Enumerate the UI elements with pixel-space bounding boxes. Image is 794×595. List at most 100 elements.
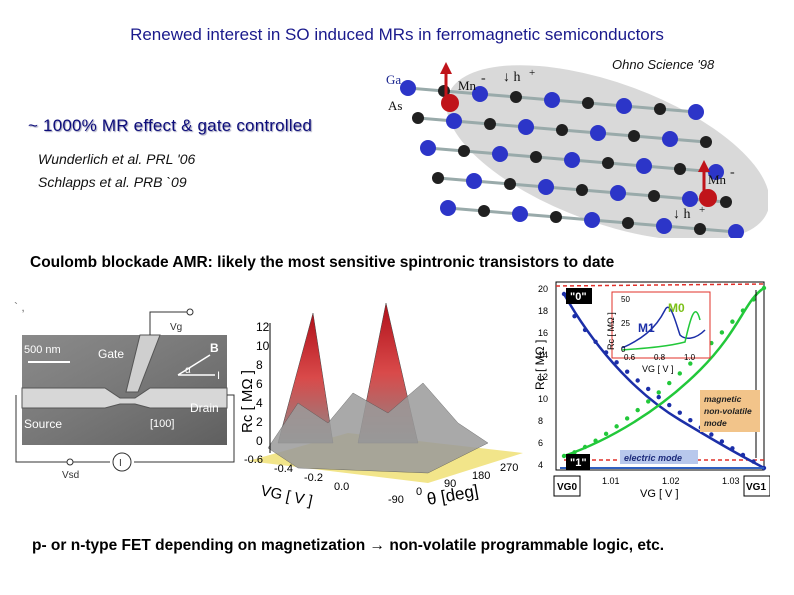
y-tick-label: 0 <box>416 486 422 498</box>
ga-atom <box>688 104 704 120</box>
mn-charge-top: - <box>481 71 486 86</box>
hole-label-bottom: ↓ h <box>673 207 691 222</box>
vg0-label: VG0 <box>557 482 577 493</box>
as-atom <box>654 103 666 115</box>
y-tick-label: 90 <box>444 478 456 490</box>
electric-mode-box <box>620 450 698 464</box>
blue-point <box>656 394 661 400</box>
inset-tick-25: 25 <box>621 319 630 328</box>
bottom-statement: p- or n-type FET depending on magnetizat… <box>32 537 665 554</box>
as-atom <box>556 124 568 136</box>
blue-point <box>709 432 714 437</box>
z-tick-label: 0 <box>256 434 263 448</box>
magnetic-mode-box <box>700 390 760 432</box>
field-b-label: B <box>210 341 219 355</box>
y-tick-label-2d: 18 <box>538 306 548 316</box>
green-point <box>646 399 651 404</box>
ga-atom <box>538 179 554 195</box>
inset-m1: M1 <box>638 321 655 335</box>
green-point <box>635 407 640 413</box>
blue-point <box>751 459 756 464</box>
ga-atom <box>682 191 698 207</box>
vg1-label: VG1 <box>746 482 766 493</box>
current-label: I <box>217 370 220 382</box>
source-label: Source <box>24 417 62 431</box>
source-wire <box>15 395 110 463</box>
as-atom <box>694 223 706 235</box>
blue-point <box>740 452 746 458</box>
mn-atom-bottom <box>699 189 717 207</box>
electric-mode-label: electric mode <box>624 453 682 463</box>
hole-charge-bottom: + <box>699 204 705 216</box>
x-tick-label-2d: 1.02 <box>662 476 680 486</box>
blue-point <box>624 369 630 374</box>
inset-xtick-06: 0.6 <box>624 353 636 362</box>
as-atom <box>504 178 516 190</box>
ga-label: Ga <box>386 72 401 87</box>
inset-xtick-10: 1.0 <box>684 353 696 362</box>
as-atom <box>648 190 660 202</box>
as-atom <box>484 118 496 130</box>
green-curve <box>563 286 765 458</box>
ga-atom <box>616 98 632 114</box>
y-tick-label-2d: 6 <box>538 438 543 448</box>
y-tick-label-2d: 8 <box>538 416 543 426</box>
as-atom <box>700 136 712 148</box>
green-point <box>582 444 588 450</box>
green-point <box>730 319 735 324</box>
blue-curve <box>562 293 765 470</box>
green-point <box>751 297 756 302</box>
green-point <box>740 308 746 313</box>
inset-tick-0: 0 <box>621 345 626 354</box>
x-tick-label: -0.6 <box>244 454 263 466</box>
x-axis-label: VG [ V ] <box>259 482 314 510</box>
y-tick-label: -90 <box>388 494 404 506</box>
y-tick-label-2d: 16 <box>538 328 548 338</box>
green-point <box>688 361 693 366</box>
inset-xlabel: VG [ V ] <box>642 364 674 374</box>
blue-point <box>582 327 588 333</box>
ga-atom <box>656 218 672 234</box>
as-label: As <box>388 98 402 113</box>
y-tick-label-2d: 14 <box>538 350 548 360</box>
mr-effect-heading: ~ 1000% MR effect & gate controlled <box>28 116 313 135</box>
inset-tick-50: 50 <box>621 295 630 304</box>
z-tick-label: 10 <box>256 339 270 353</box>
x-axis-label-2d: VG [ V ] <box>640 488 679 500</box>
ga-atom <box>610 185 626 201</box>
blue-point <box>561 291 567 297</box>
as-atom <box>510 91 522 103</box>
as-atom <box>478 205 490 217</box>
state-one-label: "1" <box>570 457 587 469</box>
blue-point <box>667 402 672 408</box>
blue-point <box>719 439 725 444</box>
ga-atom <box>472 86 488 102</box>
vg-label: Vg <box>170 322 182 333</box>
as-atom <box>582 97 594 109</box>
mn-charge-bottom: - <box>730 165 735 180</box>
blue-point <box>730 446 735 451</box>
ammeter-label: I <box>119 458 122 469</box>
reference-schlapps: Schlapps et al. PRB `09 <box>38 174 187 190</box>
green-point <box>667 380 672 386</box>
vsd-label: Vsd <box>62 470 79 481</box>
z-tick-label: 8 <box>256 358 263 372</box>
y-tick-label-2d: 12 <box>538 372 548 382</box>
green-point <box>614 424 619 429</box>
as-atom <box>674 163 686 175</box>
ga-atom <box>708 164 724 180</box>
z-tick-label: 4 <box>256 396 263 410</box>
x-tick-label: -0.2 <box>304 472 323 484</box>
z-tick-label: 6 <box>256 377 263 391</box>
state-one-box <box>566 454 590 470</box>
blue-point <box>593 339 598 344</box>
y-tick-label: 180 <box>472 470 490 482</box>
direction-label: [100] <box>150 418 174 430</box>
inset-green <box>621 311 701 351</box>
drain-label: Drain <box>190 401 219 415</box>
x-tick-label-2d: 1.03 <box>722 476 740 486</box>
green-point <box>603 431 609 437</box>
field-arrow <box>177 354 211 376</box>
green-point <box>593 438 598 443</box>
